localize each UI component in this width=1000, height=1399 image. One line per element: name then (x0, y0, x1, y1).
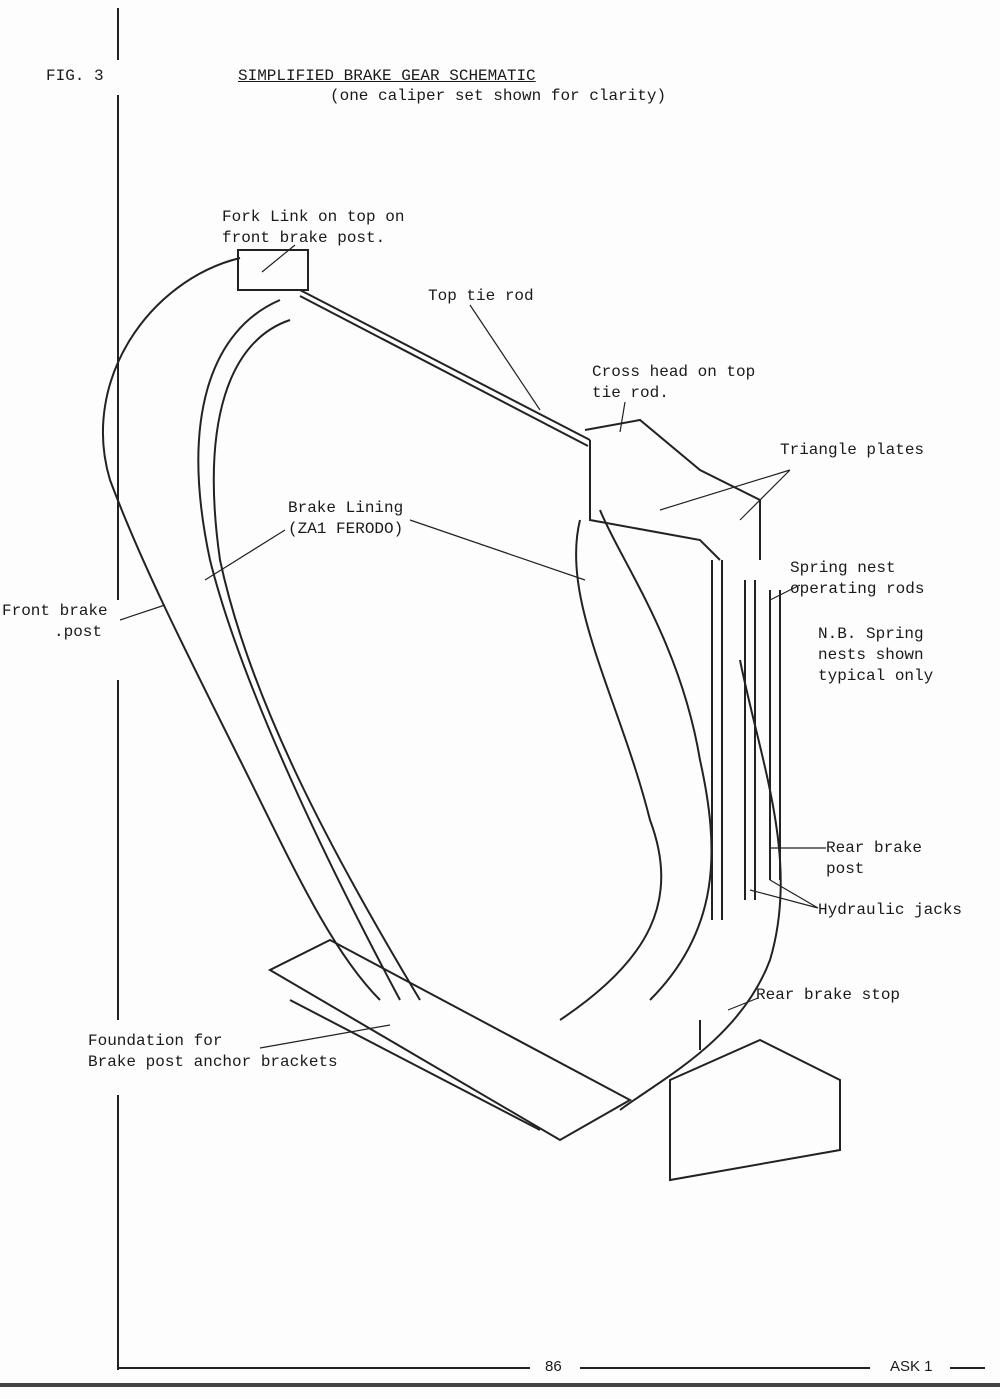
label-triangle-plates: Triangle plates (780, 441, 925, 459)
foundation (267, 938, 633, 1142)
figure-number: FIG. 3 (46, 67, 104, 85)
page-subtitle: (one caliper set shown for clarity) (330, 87, 667, 105)
rear-brake-stop (669, 1020, 841, 1182)
cross-head (584, 418, 761, 561)
top-tie-rod (299, 289, 591, 447)
document-code: ASK 1 (890, 1358, 933, 1375)
leader-lines (119, 244, 826, 1049)
label-top-tie-rod: Top tie rod (428, 287, 534, 305)
label-brake-lining: Brake Lining(ZA1 FERODO) (288, 499, 404, 538)
front-brake-post (101, 257, 401, 1001)
page-number: 86 (545, 1358, 562, 1375)
label-hydraulic-jacks: Hydraulic jacks (818, 901, 963, 919)
brake-lining (212, 319, 421, 1001)
fork-link (237, 249, 309, 291)
spring-nests (711, 560, 781, 920)
page-title: SIMPLIFIED BRAKE GEAR SCHEMATIC (238, 67, 536, 85)
label-rear-brake-stop: Rear brake stop (756, 986, 901, 1004)
rear-brake-post (559, 509, 782, 1111)
label-front-brake-post: Front brake.post (2, 602, 108, 641)
